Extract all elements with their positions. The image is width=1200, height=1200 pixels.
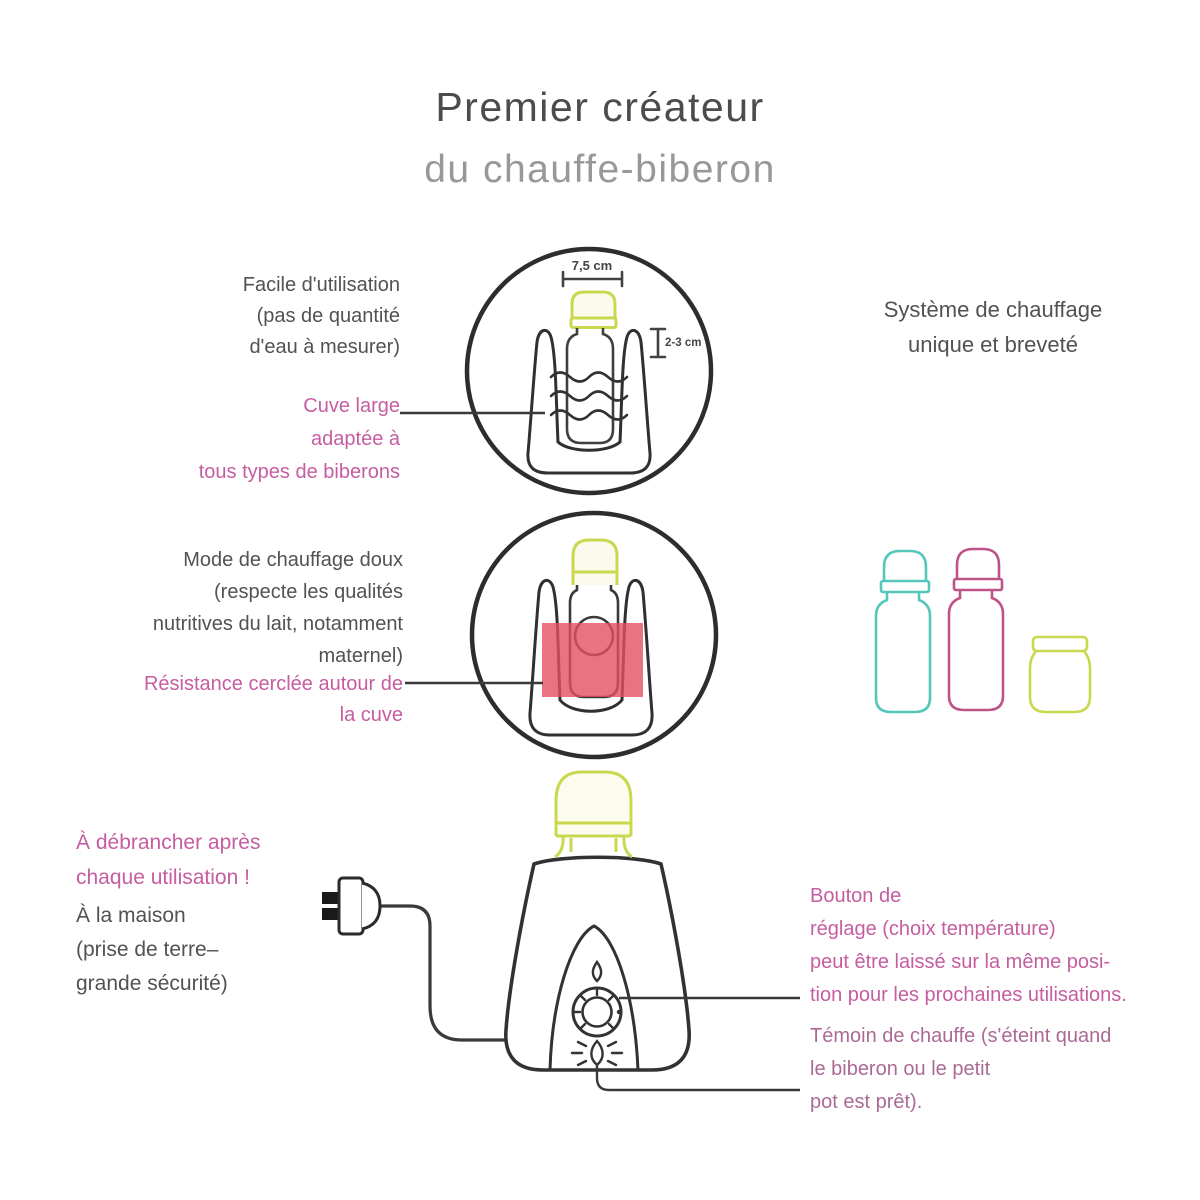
middle-circle-frame [469,510,719,760]
water-tub-icon-top [526,328,652,475]
dial-marker-dot [616,1009,622,1015]
bottle-body-icon-top [565,328,615,445]
device-front-arch [548,924,640,1071]
bottle-pink-icon [947,547,1005,712]
power-cord [376,904,508,1042]
temperature-dial-icon [571,986,623,1038]
label-heating-system: Système de chauffage unique et breveté [883,297,1103,357]
label-cuve-large: Cuve large adaptée à tous types de biber… [198,395,400,483]
water-waves-icon [549,371,629,421]
device-bottle-cap-icon [554,770,633,859]
label-unplug-warning: À débrancher après chaque utilisation ! [76,831,261,889]
bottle-teal-icon [874,549,932,714]
warmer-device-icon [504,855,691,1072]
label-indicator-note: Témoin de chauffe (s'éteint quand le bib… [810,1025,1112,1113]
heat-flame-icon [591,959,603,983]
page-title: Premier créateur [435,84,765,130]
heating-band-icon [542,623,643,697]
jar-icon [1028,635,1092,714]
depth-measure-icon [649,327,667,359]
label-easy-use: Facile d'utilisation (pas de quantité d'… [242,274,400,358]
label-dial-note: Bouton de réglage (choix température) pe… [810,885,1127,1006]
label-depth-measure: 2-3 cm [665,337,702,349]
leader-line-indicator [595,1065,800,1092]
label-width-measure: 7,5 cm [571,258,613,273]
power-plug-icon [322,876,382,936]
bottle-cap-icon-top [569,290,618,329]
top-circle-frame [464,246,714,496]
indicator-light-icon [570,1039,624,1067]
label-resistance: Résistance cerclée autour de la cuve [143,673,403,726]
page-subtitle: du chauffe-biberon [424,148,776,191]
bottle-cap-icon-middle [571,538,619,585]
width-measure-icon [561,270,624,288]
label-home-use: À la maison (prise de terre– grande sécu… [76,904,228,995]
label-gentle-heating: Mode de chauffage doux (respecte les qua… [152,549,403,667]
